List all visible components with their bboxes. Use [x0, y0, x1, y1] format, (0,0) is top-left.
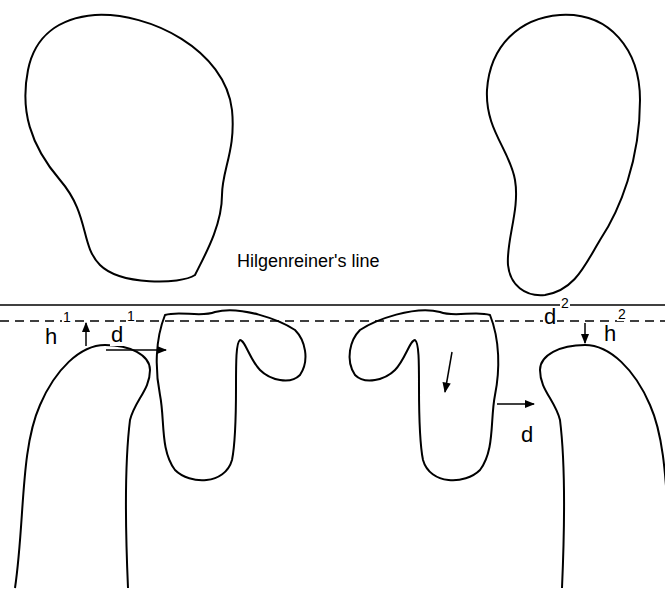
- measurement-label: 1: [126, 309, 136, 323]
- d1-arrow: [106, 349, 166, 351]
- measurement-label: d: [543, 306, 557, 328]
- right-ilium: [487, 15, 640, 295]
- measurement-label: 1: [62, 310, 72, 324]
- measurement-label: d: [520, 424, 534, 446]
- measurement-label: 2: [617, 307, 627, 321]
- measurement-label: d: [110, 324, 124, 346]
- dashed-line: [0, 320, 665, 322]
- d2-arrow: [445, 352, 452, 392]
- h1-arrow: [85, 323, 87, 346]
- right-ischiopubic: [350, 310, 499, 480]
- h2-arrow: [584, 323, 586, 343]
- left-femur: [15, 345, 150, 588]
- left-ischiopubic: [157, 310, 306, 480]
- d-arrow: [497, 403, 534, 405]
- measurement-label: h: [603, 323, 617, 345]
- right-femur: [540, 345, 665, 588]
- line-label: Hilgenreiner's line: [236, 252, 381, 270]
- measurement-label: 2: [560, 296, 570, 310]
- measurement-label: h: [44, 326, 58, 348]
- left-ilium: [25, 15, 232, 282]
